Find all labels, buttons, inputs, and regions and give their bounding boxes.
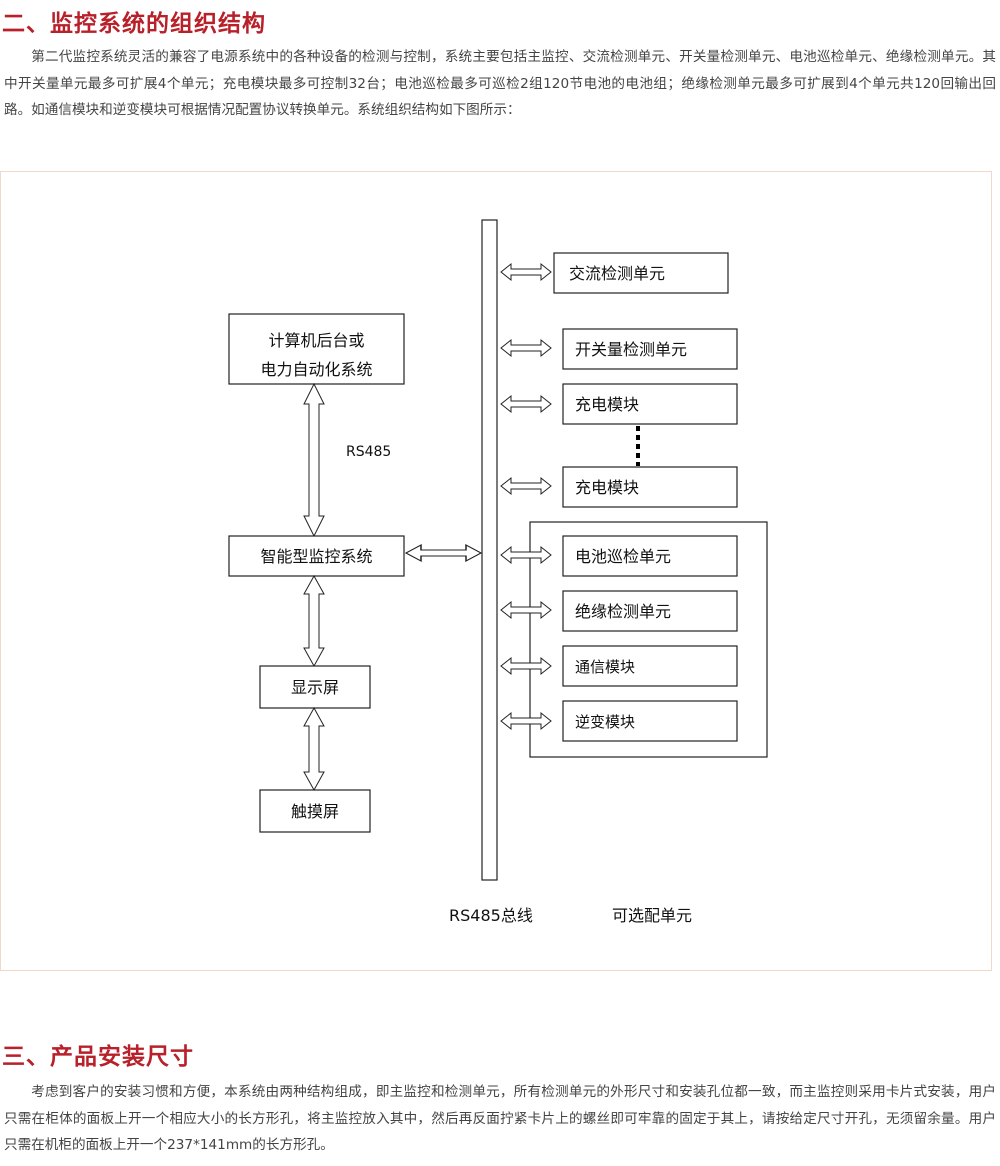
section-title: 二、监控系统的组织结构 <box>2 11 266 37</box>
display-label: 显示屏 <box>291 678 339 697</box>
battery-inspection-box: 电池巡检单元 <box>562 535 738 577</box>
smart-monitor-box: 智能型监控系统 <box>228 535 405 577</box>
diagram-frame: 计算机后台或 电力自动化系统 RS485 智能型监控系统 显示屏 触摸屏 交流检 <box>0 171 992 971</box>
inverter-module-box: 逆变模块 <box>562 700 738 742</box>
horizontal-double-arrow <box>500 546 552 564</box>
comm-module-label: 通信模块 <box>575 658 635 676</box>
section-title: 三、产品安装尺寸 <box>2 1044 194 1070</box>
ac-detect-label: 交流检测单元 <box>569 264 665 283</box>
battery-inspection-label: 电池巡检单元 <box>575 547 671 566</box>
optional-units-frame <box>529 521 768 758</box>
system-structure-diagram: 计算机后台或 电力自动化系统 RS485 智能型监控系统 显示屏 触摸屏 交流检 <box>228 219 768 925</box>
horizontal-double-arrow <box>500 263 552 281</box>
touch-label: 触摸屏 <box>291 802 339 821</box>
optional-units-label: 可选配单元 <box>612 906 692 925</box>
display-box: 显示屏 <box>259 665 371 709</box>
horizontal-double-arrow <box>500 477 552 495</box>
switch-detect-box: 开关量检测单元 <box>562 328 738 370</box>
computer-label-line2: 电力自动化系统 <box>260 360 372 379</box>
rs485-bus-bar <box>481 219 498 881</box>
insulation-detect-label: 绝缘检测单元 <box>575 602 671 621</box>
computer-box: 计算机后台或 电力自动化系统 <box>228 313 405 385</box>
horizontal-double-arrow <box>500 339 552 357</box>
charge-module-box: 充电模块 <box>562 383 738 425</box>
horizontal-double-arrow <box>500 601 552 619</box>
horizontal-double-arrow <box>500 395 552 413</box>
bus-label: RS485总线 <box>449 906 533 925</box>
charge-module-label: 充电模块 <box>575 395 639 414</box>
insulation-detect-box: 绝缘检测单元 <box>562 590 738 632</box>
horizontal-double-arrow <box>405 544 482 562</box>
computer-label-line1: 计算机后台或 <box>268 331 364 350</box>
rs485-label: RS485 <box>346 444 391 460</box>
vertical-double-arrow <box>303 382 325 538</box>
section-paragraph: 考虑到客户的安装习惯和方便，本系统由两种结构组成，即主监控和检测单元，所有检测单… <box>4 1084 996 1153</box>
vertical-double-arrow <box>303 574 325 668</box>
charge-module-box: 充电模块 <box>562 466 738 508</box>
charge-module-label: 充电模块 <box>575 478 639 497</box>
comm-module-box: 通信模块 <box>562 645 738 687</box>
horizontal-double-arrow <box>500 657 552 675</box>
horizontal-double-arrow <box>500 712 552 730</box>
touch-box: 触摸屏 <box>259 789 371 833</box>
section-paragraph: 第二代监控系统灵活的兼容了电源系统中的各种设备的检测与控制，系统主要包括主监控、… <box>4 49 996 118</box>
inverter-module-label: 逆变模块 <box>575 713 635 731</box>
vertical-double-arrow <box>303 706 325 792</box>
ac-detect-box: 交流检测单元 <box>553 252 729 294</box>
switch-detect-label: 开关量检测单元 <box>575 340 687 359</box>
smart-monitor-label: 智能型监控系统 <box>260 547 372 566</box>
